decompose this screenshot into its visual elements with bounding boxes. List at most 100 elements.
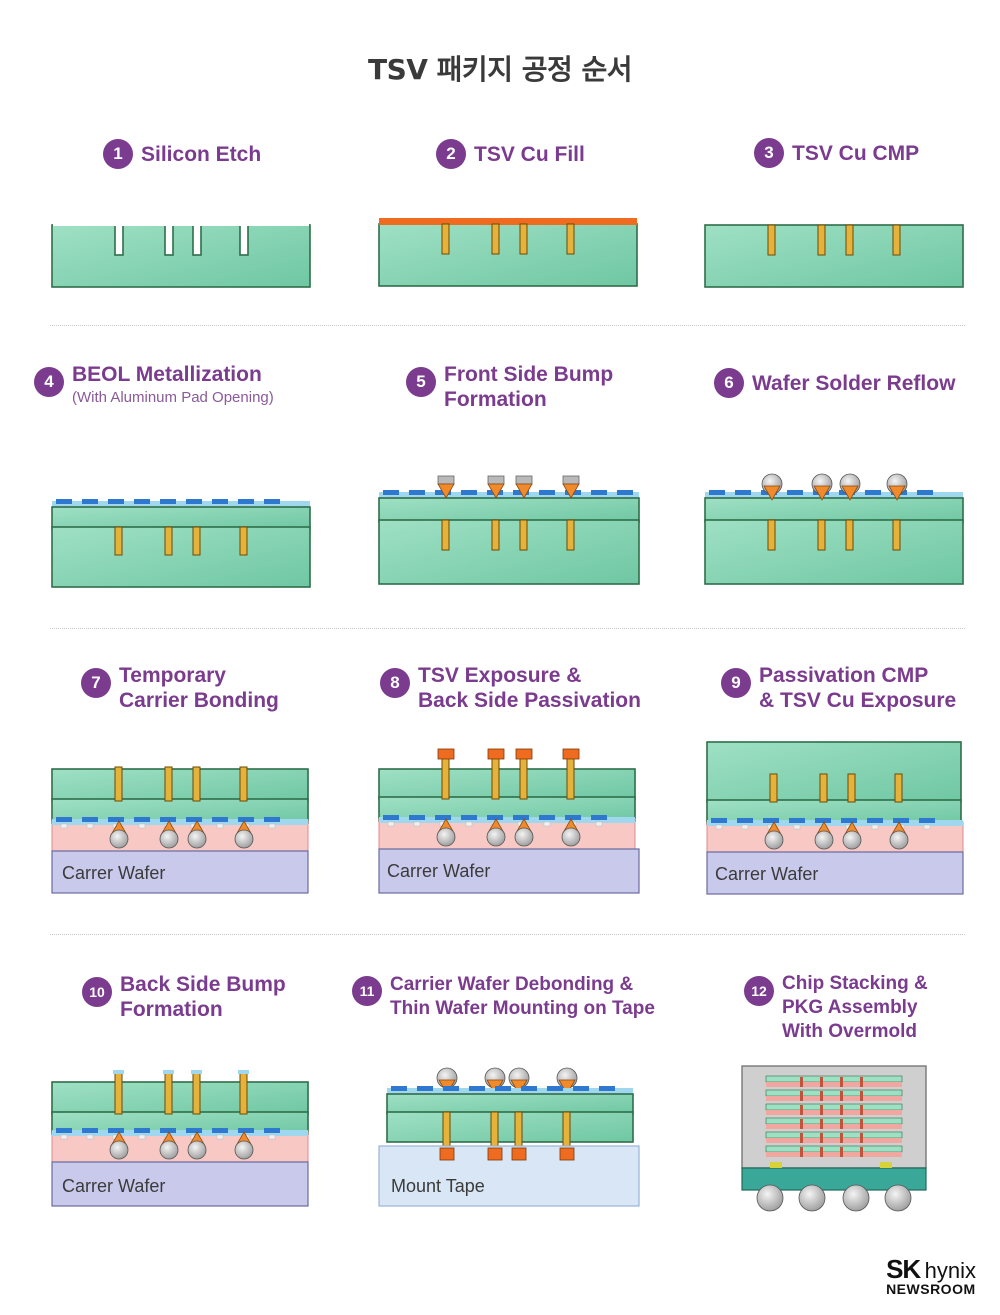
thinned-wafer	[378, 768, 636, 800]
metal-pad	[82, 1128, 98, 1133]
passivation-cap	[437, 748, 455, 760]
package-solder-ball	[842, 1184, 870, 1212]
step-title-line-2: Back Side Passivation	[418, 689, 641, 712]
metal-pad	[513, 815, 529, 820]
contact	[793, 824, 801, 830]
passivation-cmp-diagram: Carrer Wafer	[706, 741, 964, 895]
tsv-via	[491, 756, 500, 800]
metal-pad	[383, 490, 399, 495]
tsv-via	[192, 766, 201, 802]
stacked-die	[765, 1103, 903, 1111]
metal-pad	[917, 490, 933, 495]
page-title: TSV 패키지 공정 순서	[367, 53, 633, 86]
metal-pad	[599, 1086, 615, 1091]
carrier-wafer-label: Carrer Wafer	[62, 863, 165, 883]
copper-overburden-layer	[379, 218, 637, 225]
beol-layer	[704, 497, 964, 523]
metal-pad	[711, 818, 727, 823]
metal-pad	[867, 818, 883, 823]
substrate-pad	[880, 1162, 892, 1168]
tsv-stack-via	[840, 1077, 843, 1087]
bump-cone	[841, 485, 859, 501]
contact	[86, 823, 94, 829]
contact	[60, 1134, 68, 1140]
contact	[543, 821, 551, 827]
metal-pad	[212, 499, 228, 504]
solder-ball	[561, 827, 581, 847]
bump-cone	[888, 485, 906, 501]
metal-pad	[56, 499, 72, 504]
metal-pad	[737, 818, 753, 823]
carrier-wafer	[51, 850, 309, 894]
metal-pad	[787, 490, 803, 495]
solder-ball	[159, 1140, 179, 1160]
carrier-wafer-label: Carrer Wafer	[62, 1176, 165, 1196]
tsv-stack-via	[800, 1133, 803, 1143]
tsv-via	[767, 519, 776, 551]
metal-pad	[238, 1128, 254, 1133]
step-8-label: 8 TSV Exposure & Back Side Passivation	[380, 663, 641, 713]
tsv-via	[114, 526, 123, 556]
dielectric-layer	[52, 1130, 308, 1136]
brand-newsroom: NEWSROOM	[886, 1281, 976, 1297]
wafer-silicon	[378, 223, 638, 287]
metal-pad	[409, 815, 425, 820]
thinned-wafer	[386, 1111, 634, 1143]
metal-pad	[160, 1128, 176, 1133]
tsv-via	[192, 1071, 201, 1115]
passivation-cap	[487, 748, 505, 760]
tsv-stack-via	[820, 1091, 823, 1101]
bump-cap	[515, 475, 533, 485]
solder-ball	[436, 827, 456, 847]
metal-pad	[865, 490, 881, 495]
tsv-via	[847, 773, 856, 803]
step-title-line-1: Back Side Bump	[120, 973, 286, 996]
step-title-line-2: Thin Wafer Mounting on Tape	[390, 998, 655, 1019]
metal-pad	[160, 817, 176, 822]
wafer-silicon	[51, 526, 311, 588]
tsv-cu-fill-diagram	[378, 218, 638, 287]
wafer-silicon	[704, 224, 964, 288]
metal-pad	[186, 499, 202, 504]
step-number-badge: 10	[82, 977, 112, 1007]
metal-pad	[539, 815, 555, 820]
bump-cone	[515, 483, 533, 499]
metal-pad	[264, 817, 280, 822]
metal-pad	[893, 818, 909, 823]
solder-ball	[159, 829, 179, 849]
solder-ball	[109, 829, 129, 849]
back-bump	[487, 1147, 503, 1161]
step-2-label: 2 TSV Cu Fill	[436, 139, 585, 169]
bump-cone	[437, 483, 455, 499]
solder-ball	[764, 830, 784, 850]
tsv-via	[519, 519, 528, 551]
wafer-silicon	[378, 519, 640, 585]
tsv-stack-via	[860, 1133, 863, 1143]
metal-pad	[82, 817, 98, 822]
tsv-via	[845, 519, 854, 551]
metal-pad	[212, 817, 228, 822]
tsv-via	[769, 773, 778, 803]
carrier-wafer-label: Carrer Wafer	[387, 861, 490, 881]
step-title: Silicon Etch	[141, 142, 262, 166]
metal-pad	[547, 1086, 563, 1091]
bump-cap	[487, 475, 505, 485]
back-bump-pad	[113, 1070, 124, 1074]
etched-trench	[164, 222, 174, 256]
substrate-pad	[770, 1162, 782, 1168]
top-gap	[53, 221, 309, 226]
wafer-silicon	[704, 519, 964, 585]
contact	[715, 824, 723, 830]
solder-ball	[109, 1140, 129, 1160]
step-9-label: 9 Passivation CMP & TSV Cu Exposure	[721, 663, 956, 713]
mount-tape	[378, 1145, 640, 1207]
underfill-layer	[766, 1152, 902, 1157]
metal-pad	[134, 817, 150, 822]
tsv-stack-via	[800, 1147, 803, 1157]
step-title-line-2: PKG Assembly	[782, 997, 918, 1018]
metal-pad	[212, 1128, 228, 1133]
etched-trench	[114, 222, 124, 256]
tsv-via	[767, 224, 776, 256]
step-title: Wafer Solder Reflow	[752, 371, 956, 395]
contact	[923, 824, 931, 830]
